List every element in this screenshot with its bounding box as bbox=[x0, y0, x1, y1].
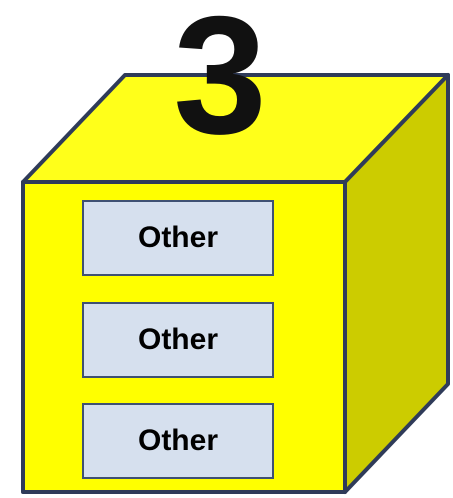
label-box-3: Other bbox=[82, 403, 274, 479]
label-box-2: Other bbox=[82, 302, 274, 378]
label-box-1: Other bbox=[82, 200, 274, 276]
cube-number: 3 bbox=[150, 0, 290, 150]
